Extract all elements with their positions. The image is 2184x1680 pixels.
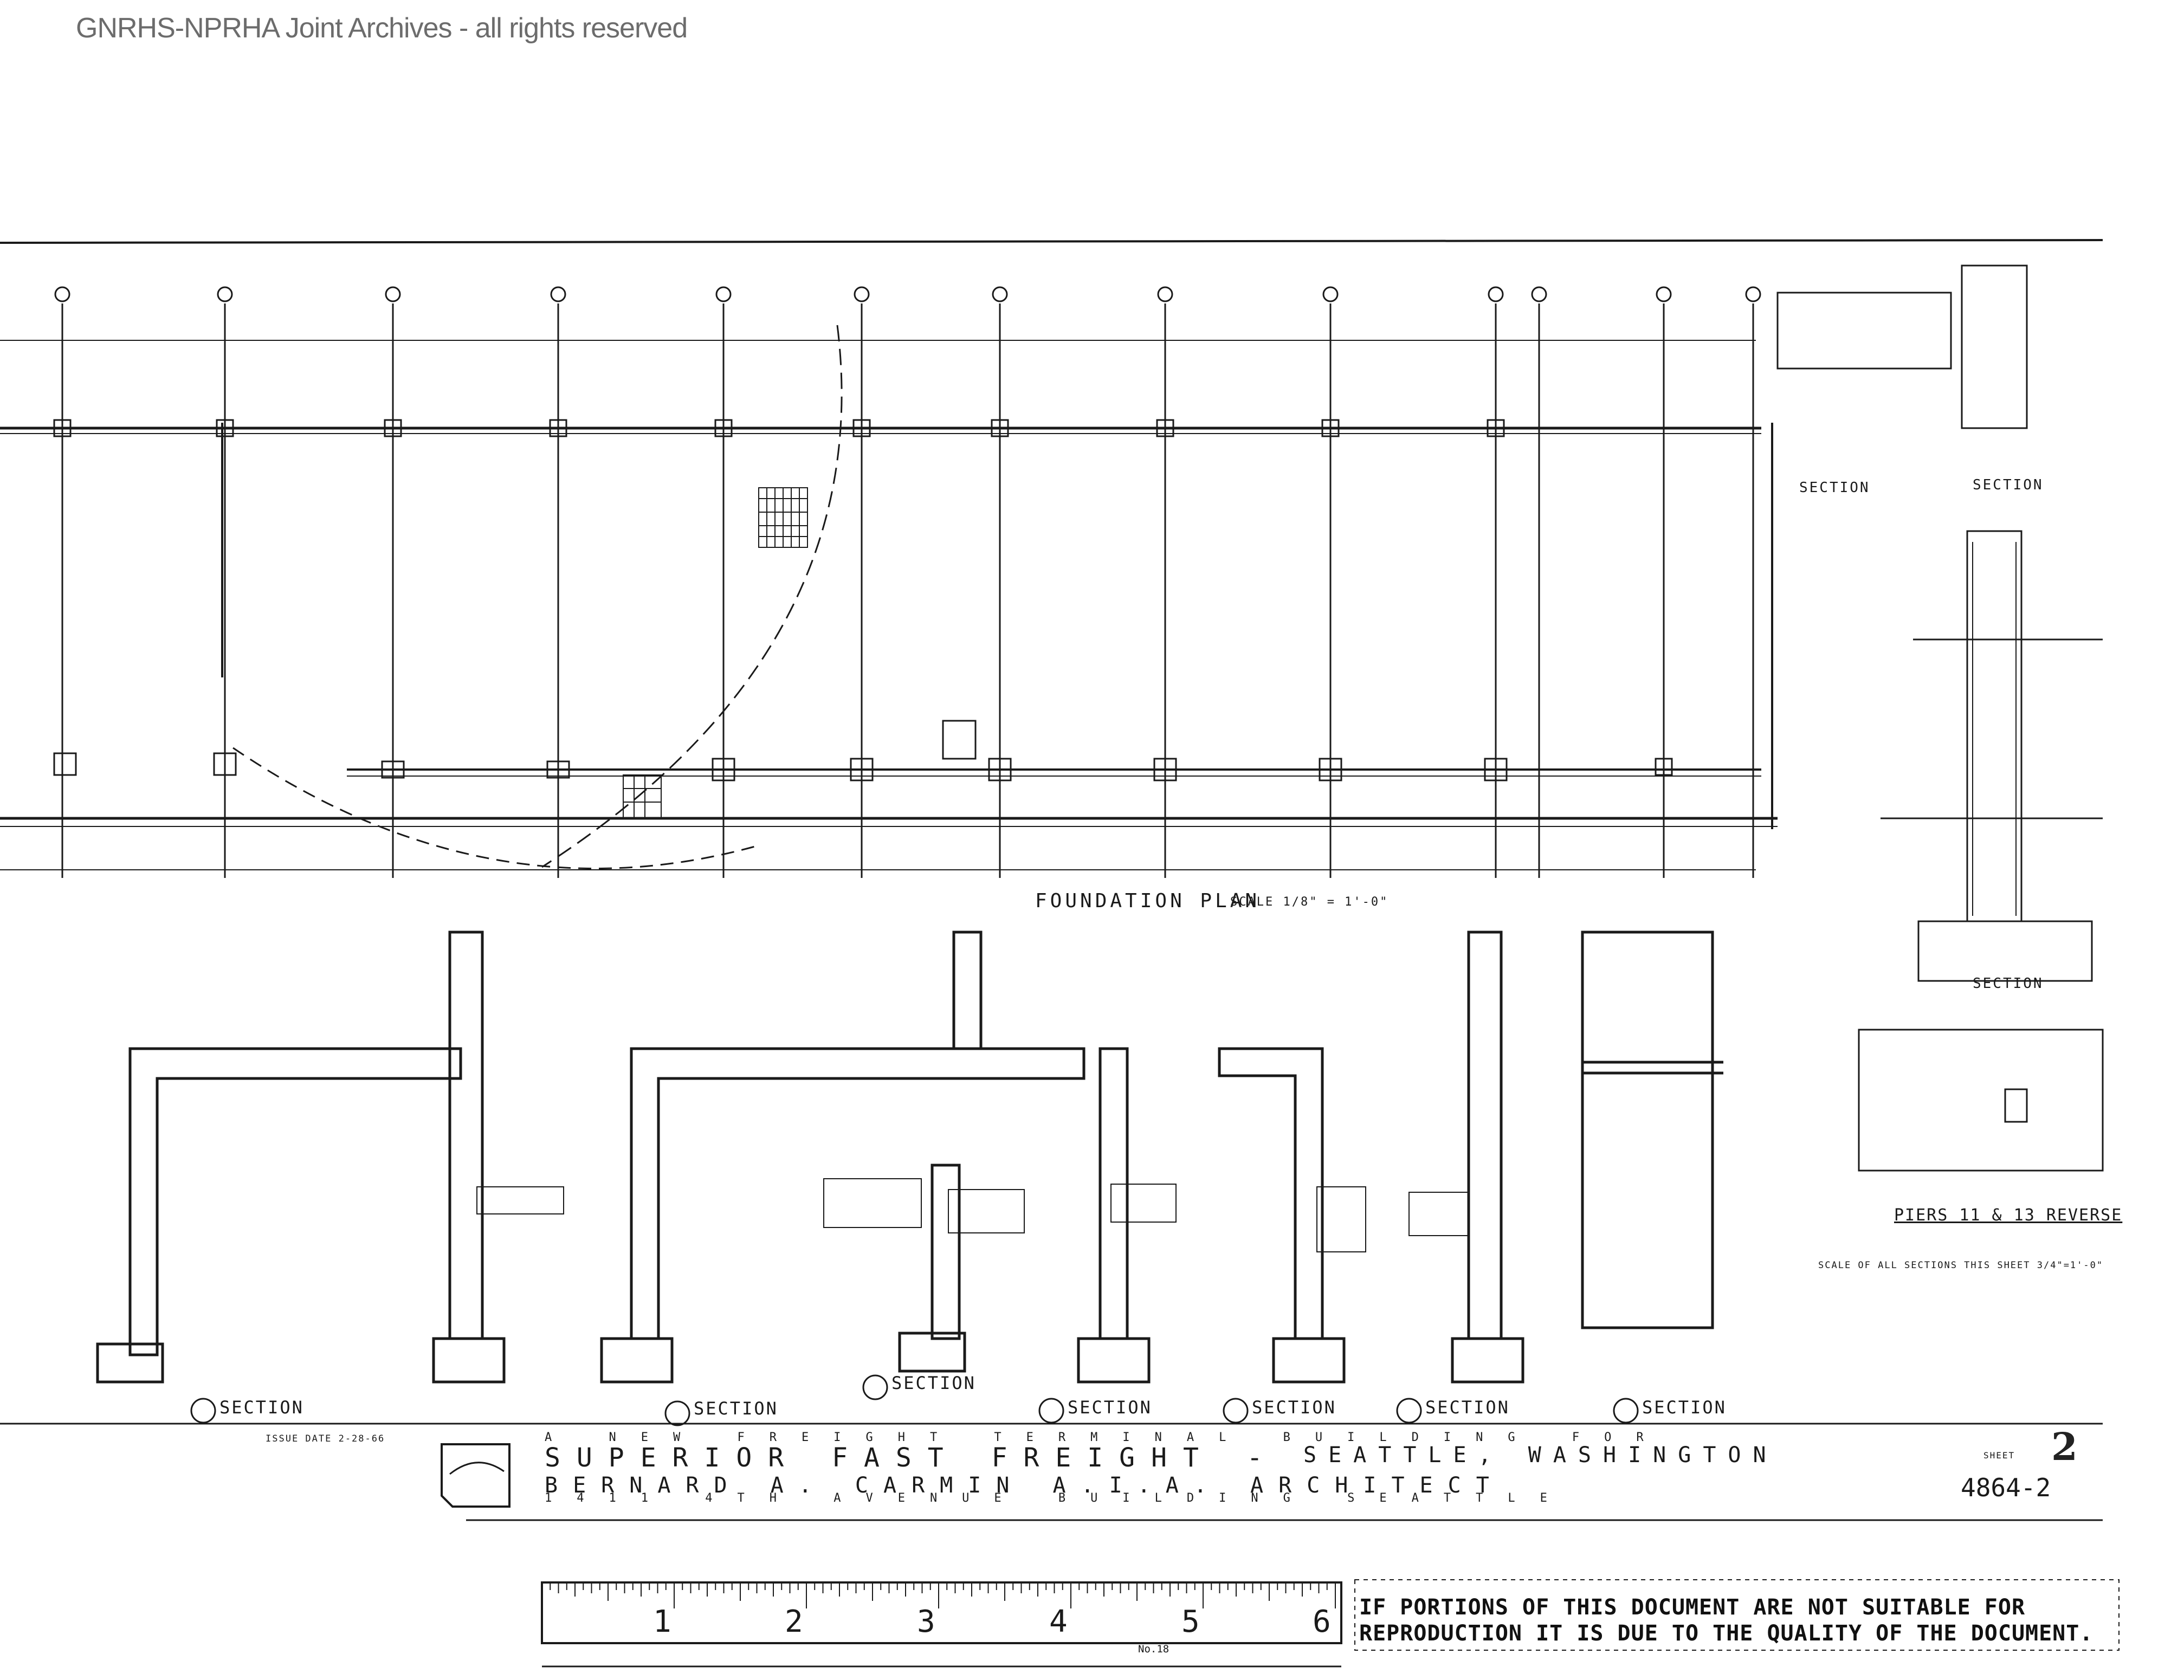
ruler-ticks xyxy=(541,1582,1336,1608)
section-label-2: SECTION xyxy=(694,1398,778,1419)
gravel-fills xyxy=(476,1178,1469,1252)
section-label-6: SECTION xyxy=(1425,1397,1510,1418)
section-label-1: SECTION xyxy=(219,1397,304,1418)
east-details xyxy=(1776,264,2104,1172)
reproduction-disclaimer: IF PORTIONS OF THIS DOCUMENT ARE NOT SUI… xyxy=(1359,1595,2093,1646)
section-label-7: SECTION xyxy=(1642,1397,1727,1418)
pier-footings xyxy=(53,419,1673,781)
disclaimer-frame xyxy=(1354,1579,2120,1651)
architect-stamp xyxy=(441,1443,511,1508)
ruler-frame xyxy=(541,1581,1342,1644)
project-city: SEATTLE, WASHINGTON xyxy=(1303,1443,1778,1468)
architect-name: BERNARD A. CARMIN A.I.A. ARCHITECT xyxy=(545,1473,1504,1498)
ruler-brand: No.18 xyxy=(1138,1643,1169,1655)
swing-arc xyxy=(541,325,843,868)
sheet-label: SHEET xyxy=(1983,1450,2015,1461)
section-label-4: SECTION xyxy=(1068,1397,1152,1418)
ruler-number-3: 3 xyxy=(917,1604,935,1639)
foundation-plan-title: FOUNDATION PLAN xyxy=(1035,890,1261,912)
ruler-number-5: 5 xyxy=(1181,1604,1200,1639)
piers-label: PIERS 11 & 13 REVERSE xyxy=(1894,1206,2123,1225)
section-label-5: SECTION xyxy=(1252,1397,1336,1418)
sections-scale-note: SCALE OF ALL SECTIONS THIS SHEET 3/4"=1'… xyxy=(1818,1260,2104,1271)
ruler-number-1: 1 xyxy=(653,1604,671,1639)
section-label-plan-b: SECTION xyxy=(1973,477,2044,493)
issue-date: ISSUE DATE 2-28-66 xyxy=(266,1433,385,1444)
section-label-3: SECTION xyxy=(891,1373,976,1393)
project-line: A NEW FREIGHT TERMINAL BUILDING FOR xyxy=(545,1431,1669,1444)
section-profiles xyxy=(96,931,1723,1384)
foundation-plan-scale: SCALE 1/8" = 1'-0" xyxy=(1230,895,1389,909)
column-bubbles xyxy=(54,286,1761,302)
section-bubbles xyxy=(190,1374,1639,1426)
client-name: SUPERIOR FAST FREIGHT - xyxy=(545,1443,1279,1473)
ramp-arc xyxy=(232,747,759,870)
ruler-number-6: 6 xyxy=(1313,1604,1331,1639)
architect-address: 1411 4TH AVENUE BUILDING SEATTLE xyxy=(545,1491,1572,1505)
ruler-number-4: 4 xyxy=(1049,1604,1068,1639)
watermark-text: GNRHS-NPRHA Joint Archives - all rights … xyxy=(76,12,688,44)
sheet-number: 2 xyxy=(2051,1424,2078,1469)
rebar-mat xyxy=(623,487,808,819)
section-label-plan-a: SECTION xyxy=(1799,480,1870,496)
section-label-plan-c: SECTION xyxy=(1973,975,2044,992)
ruler-number-2: 2 xyxy=(785,1604,803,1639)
sheet-top-border xyxy=(0,239,2103,244)
drawing-number: 4864-2 xyxy=(1961,1473,2051,1502)
column-grid-lines xyxy=(61,303,1754,878)
